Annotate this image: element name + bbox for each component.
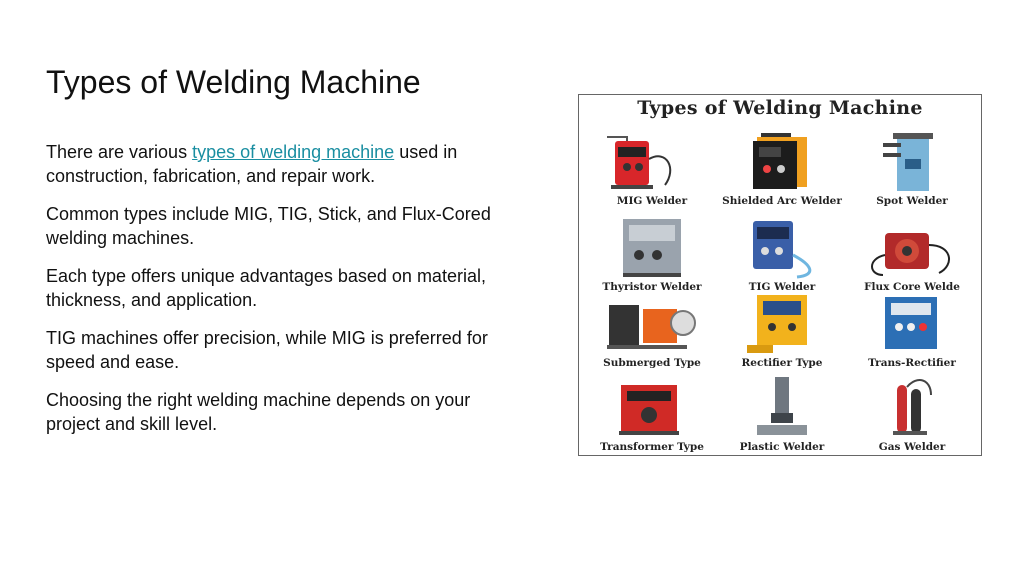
caption-mig-welder: MIG Welder: [616, 195, 688, 207]
intro-text-before: There are various: [46, 142, 193, 162]
cell-spot-welder: Spot Welder: [847, 129, 977, 211]
caption-gas-welder: Gas Welder: [878, 441, 946, 453]
cell-rectifier-type: Rectifier Type: [717, 291, 847, 373]
caption-tig-welder: TIG Welder: [748, 281, 816, 293]
flux-core-welder-icon: [871, 233, 950, 276]
cell-submerged-type: Submerged Type: [587, 291, 717, 373]
paragraph-tig-mig: TIG machines offer precision, while MIG …: [46, 328, 488, 372]
cell-plastic-welder: Plastic Welder: [717, 375, 847, 455]
caption-plastic-welder: Plastic Welder: [739, 441, 825, 453]
cell-thyristor-welder: Thyristor Welder: [587, 215, 717, 297]
paragraph-choosing: Choosing the right welding machine depen…: [46, 390, 471, 434]
caption-thyristor-welder: Thyristor Welder: [602, 281, 702, 293]
cell-shielded-arc-welder: Shielded Arc Welder: [717, 129, 847, 211]
paragraph-common-types: Common types include MIG, TIG, Stick, an…: [46, 204, 491, 248]
cell-flux-core-welder: Flux Core Welde: [847, 215, 977, 297]
mig-welder-icon: [607, 136, 672, 189]
welding-machines-image: Types of Welding Machine MIG Welder: [578, 94, 982, 456]
spot-welder-icon: [883, 133, 933, 191]
cell-mig-welder: MIG Welder: [587, 129, 717, 211]
cell-trans-rectifier: Trans-Rectifier: [847, 291, 977, 373]
paragraph-intro: There are various types of welding machi…: [46, 140, 516, 188]
caption-spot-welder: Spot Welder: [876, 195, 948, 207]
caption-submerged-type: Submerged Type: [603, 357, 701, 369]
intro-text-after: used in construction, fabrication, and r…: [46, 142, 458, 186]
slide-title: Types of Welding Machine: [46, 64, 421, 100]
rectifier-type-icon: [747, 295, 807, 353]
cell-transformer-type: Transformer Type: [587, 375, 717, 455]
trans-rectifier-icon: [885, 297, 937, 349]
gas-welder-icon: [893, 379, 932, 435]
cell-tig-welder: TIG Welder: [717, 215, 847, 297]
caption-shielded-arc-welder: Shielded Arc Welder: [722, 195, 842, 207]
paragraph-advantages: Each type offers unique advantages based…: [46, 266, 486, 310]
welding-machine-types-link[interactable]: types of welding machine: [192, 142, 395, 162]
plastic-welder-icon: [757, 377, 807, 435]
tig-welder-icon: [753, 221, 812, 279]
caption-flux-core-welder: Flux Core Welde: [864, 281, 960, 293]
cell-gas-welder: Gas Welder: [847, 375, 977, 455]
caption-rectifier-type: Rectifier Type: [741, 357, 823, 369]
thyristor-welder-icon: [623, 219, 681, 277]
slide-body: There are various types of welding machi…: [46, 140, 516, 450]
submerged-type-icon: [607, 305, 696, 349]
image-heading: Types of Welding Machine: [637, 97, 923, 119]
caption-trans-rectifier: Trans-Rectifier: [868, 357, 956, 369]
caption-transformer-type: Transformer Type: [600, 441, 704, 453]
shielded-arc-welder-icon: [753, 133, 807, 189]
transformer-type-icon: [619, 385, 679, 435]
